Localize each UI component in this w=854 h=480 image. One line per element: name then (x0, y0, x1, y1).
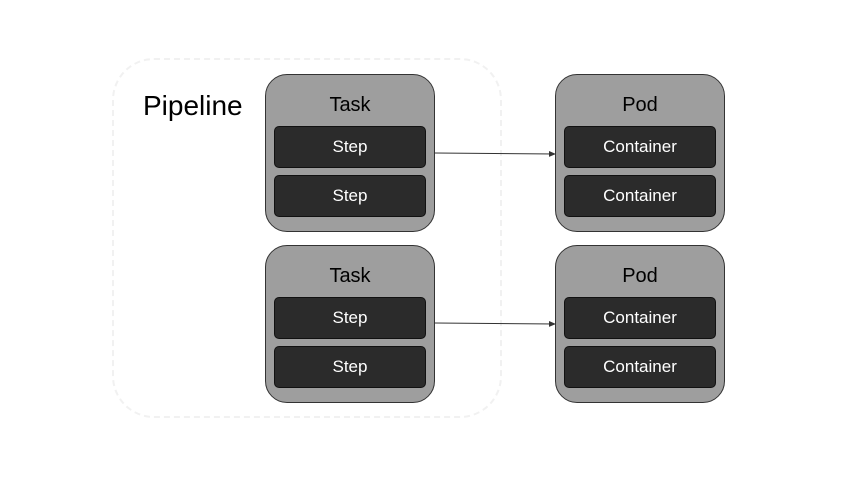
pod-title: Pod (622, 265, 658, 287)
container-bar: Container (564, 175, 716, 217)
task-title: Task (329, 94, 371, 116)
pod-title: Pod (622, 94, 658, 116)
task-box-2: Task Step Step (265, 245, 435, 403)
container-bar: Container (564, 346, 716, 388)
step-bar: Step (274, 297, 426, 339)
pod-box-2: Pod Container Container (555, 245, 725, 403)
step-bar: Step (274, 126, 426, 168)
pod-box-1: Pod Container Container (555, 74, 725, 232)
step-bar: Step (274, 175, 426, 217)
task-title: Task (329, 265, 371, 287)
arrow-task-to-pod-2 (434, 320, 557, 327)
step-bar: Step (274, 346, 426, 388)
arrow-task-to-pod-1 (434, 150, 557, 157)
pipeline-boundary (112, 58, 502, 418)
pipeline-label: Pipeline (143, 90, 243, 121)
task-box-1: Task Step Step (265, 74, 435, 232)
container-bar: Container (564, 126, 716, 168)
container-bar: Container (564, 297, 716, 339)
